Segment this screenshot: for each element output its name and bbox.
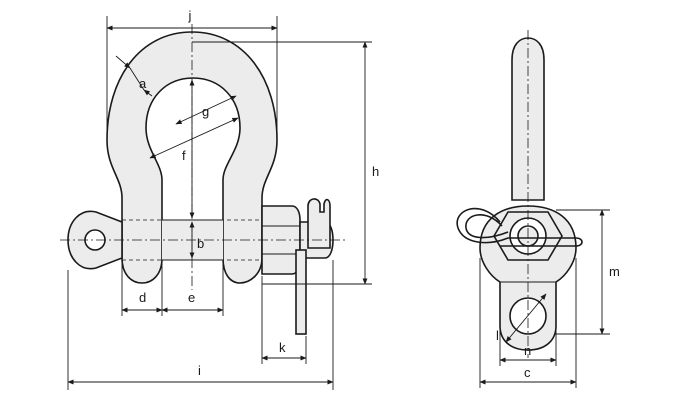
label-m: m bbox=[609, 264, 620, 279]
label-j: j bbox=[188, 8, 192, 23]
dim-a-arrow-2 bbox=[143, 89, 153, 97]
dim-a-arrow-1 bbox=[115, 55, 131, 69]
label-e: e bbox=[188, 290, 195, 305]
label-g: g bbox=[202, 104, 209, 119]
label-b: b bbox=[197, 236, 204, 251]
label-d: d bbox=[139, 290, 146, 305]
label-a: a bbox=[139, 76, 147, 91]
cotter-pin bbox=[307, 198, 331, 249]
label-h: h bbox=[372, 164, 379, 179]
front-view: m l n c bbox=[456, 30, 620, 388]
cotter-ring bbox=[456, 207, 583, 247]
bow-edge bbox=[511, 37, 545, 201]
cotter-leg bbox=[295, 249, 307, 335]
label-f: f bbox=[182, 148, 186, 163]
side-view: j h a g f b d e k bbox=[60, 8, 379, 390]
label-k: k bbox=[279, 340, 286, 355]
label-l: l bbox=[496, 328, 499, 343]
dim-f-line bbox=[149, 117, 239, 159]
label-i: i bbox=[198, 363, 201, 378]
dim-l-line bbox=[505, 293, 547, 343]
label-c: c bbox=[524, 365, 531, 380]
label-n: n bbox=[524, 343, 531, 358]
